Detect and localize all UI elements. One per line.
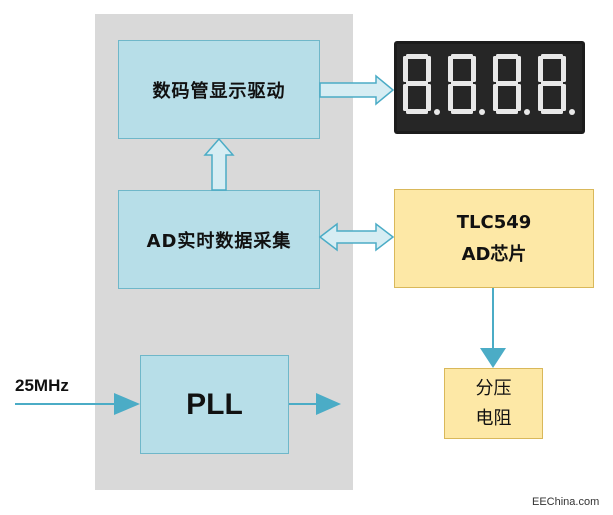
pll-block: PLL [140,355,289,454]
tlc549-subtitle: AD芯片 [461,243,527,265]
acq-to-driver-arrow [203,137,235,191]
seven-segment-display [394,41,585,134]
tlc-to-divider-arrowhead [480,348,506,368]
tlc549-block: TLC549 AD芯片 [394,189,594,288]
display-digit [403,54,440,115]
clock-input-label: 25MHz [15,376,69,395]
pll-label: PLL [186,387,243,421]
tlc549-title: TLC549 [456,211,532,233]
ad-acquisition-block: AD实时数据采集 [118,190,320,289]
watermark: EEChina.com [532,496,600,508]
acq-tlc-double-arrow [318,222,395,252]
display-digit [538,54,575,115]
display-digit [493,54,530,115]
display-driver-block: 数码管显示驱动 [118,40,320,139]
pll-output-arrowhead [316,393,341,415]
divider-line1: 分压 [475,377,512,399]
display-digit [448,54,485,115]
clock-to-pll-arrowhead [114,393,140,415]
divider-resistor-block: 分压 电阻 [444,368,543,439]
divider-line2: 电阻 [475,407,512,429]
ad-acquisition-label: AD实时数据采集 [146,230,292,252]
display-driver-label: 数码管显示驱动 [152,80,286,102]
driver-to-display-arrow [319,74,395,106]
